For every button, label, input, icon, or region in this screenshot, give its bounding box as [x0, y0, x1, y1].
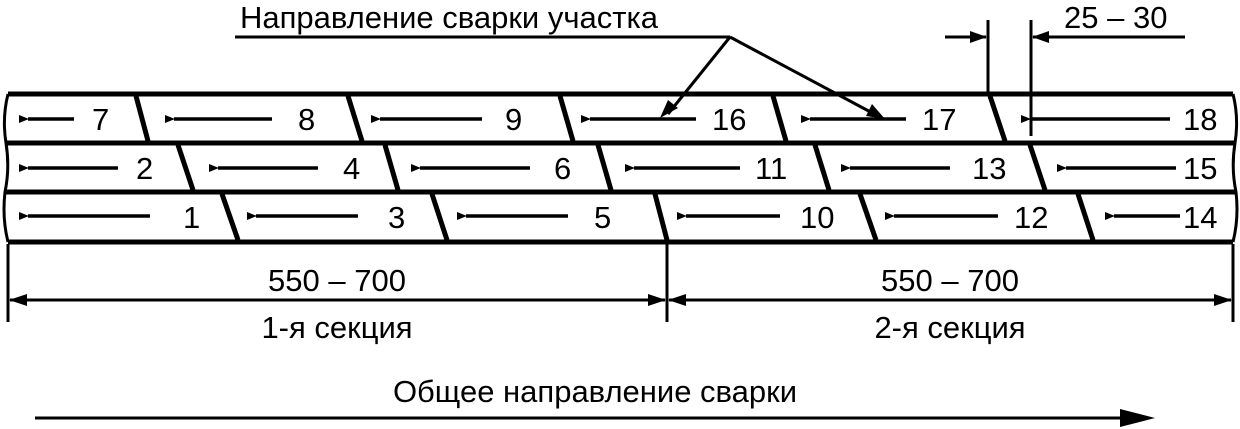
leader-line	[729, 35, 879, 118]
segment-label: 16	[712, 102, 746, 137]
section-dimensions: 550 – 700 1-я секция 550 – 700 2-я секци…	[6, 244, 1235, 345]
break-line-right	[1231, 93, 1239, 243]
segment-label: 1	[183, 200, 200, 235]
row-middle: 2 4 6 11 13 15	[19, 151, 1217, 186]
section-1-name: 1-я секция	[261, 310, 412, 345]
segment-label: 15	[1183, 151, 1217, 186]
segment-label: 9	[505, 102, 522, 137]
segment-label: 2	[136, 151, 153, 186]
overall-direction-arrowhead	[1120, 409, 1155, 427]
gap-dimension-label: 25 – 30	[1064, 0, 1167, 35]
leader-arrowhead	[866, 104, 885, 119]
leader-arrowhead	[660, 100, 678, 118]
segment-label: 7	[92, 102, 109, 137]
segment-label: 5	[594, 200, 611, 235]
row-bottom: 1 3 5 10 12 14	[19, 200, 1217, 235]
segment-label: 13	[972, 151, 1006, 186]
overall-direction-label: Общее направление сварки	[393, 374, 797, 409]
section-2-name: 2-я секция	[874, 310, 1025, 345]
segment-label: 11	[755, 151, 787, 186]
segment-label: 12	[1014, 200, 1048, 235]
leader-line	[666, 36, 732, 115]
segment-label: 14	[1183, 200, 1217, 235]
segment-label: 8	[298, 102, 315, 137]
segment-seams	[133, 95, 1096, 241]
segment-label: 4	[343, 151, 360, 186]
title-label: Направление сварки участка	[240, 0, 659, 35]
segment-label: 6	[554, 151, 571, 186]
segment-label: 17	[922, 102, 956, 137]
weld-strip	[2, 91, 1239, 245]
segment-label: 3	[388, 200, 405, 235]
segment-label: 10	[800, 200, 834, 235]
segment-label: 18	[1183, 102, 1217, 137]
break-line-left	[2, 93, 10, 243]
row-top: 7 8 9 16 17 18	[19, 102, 1217, 137]
gap-arrowhead	[970, 31, 987, 43]
gap-arrowhead	[1032, 31, 1049, 43]
section-1-dimension: 550 – 700	[268, 263, 406, 298]
section-2-dimension: 550 – 700	[881, 263, 1019, 298]
